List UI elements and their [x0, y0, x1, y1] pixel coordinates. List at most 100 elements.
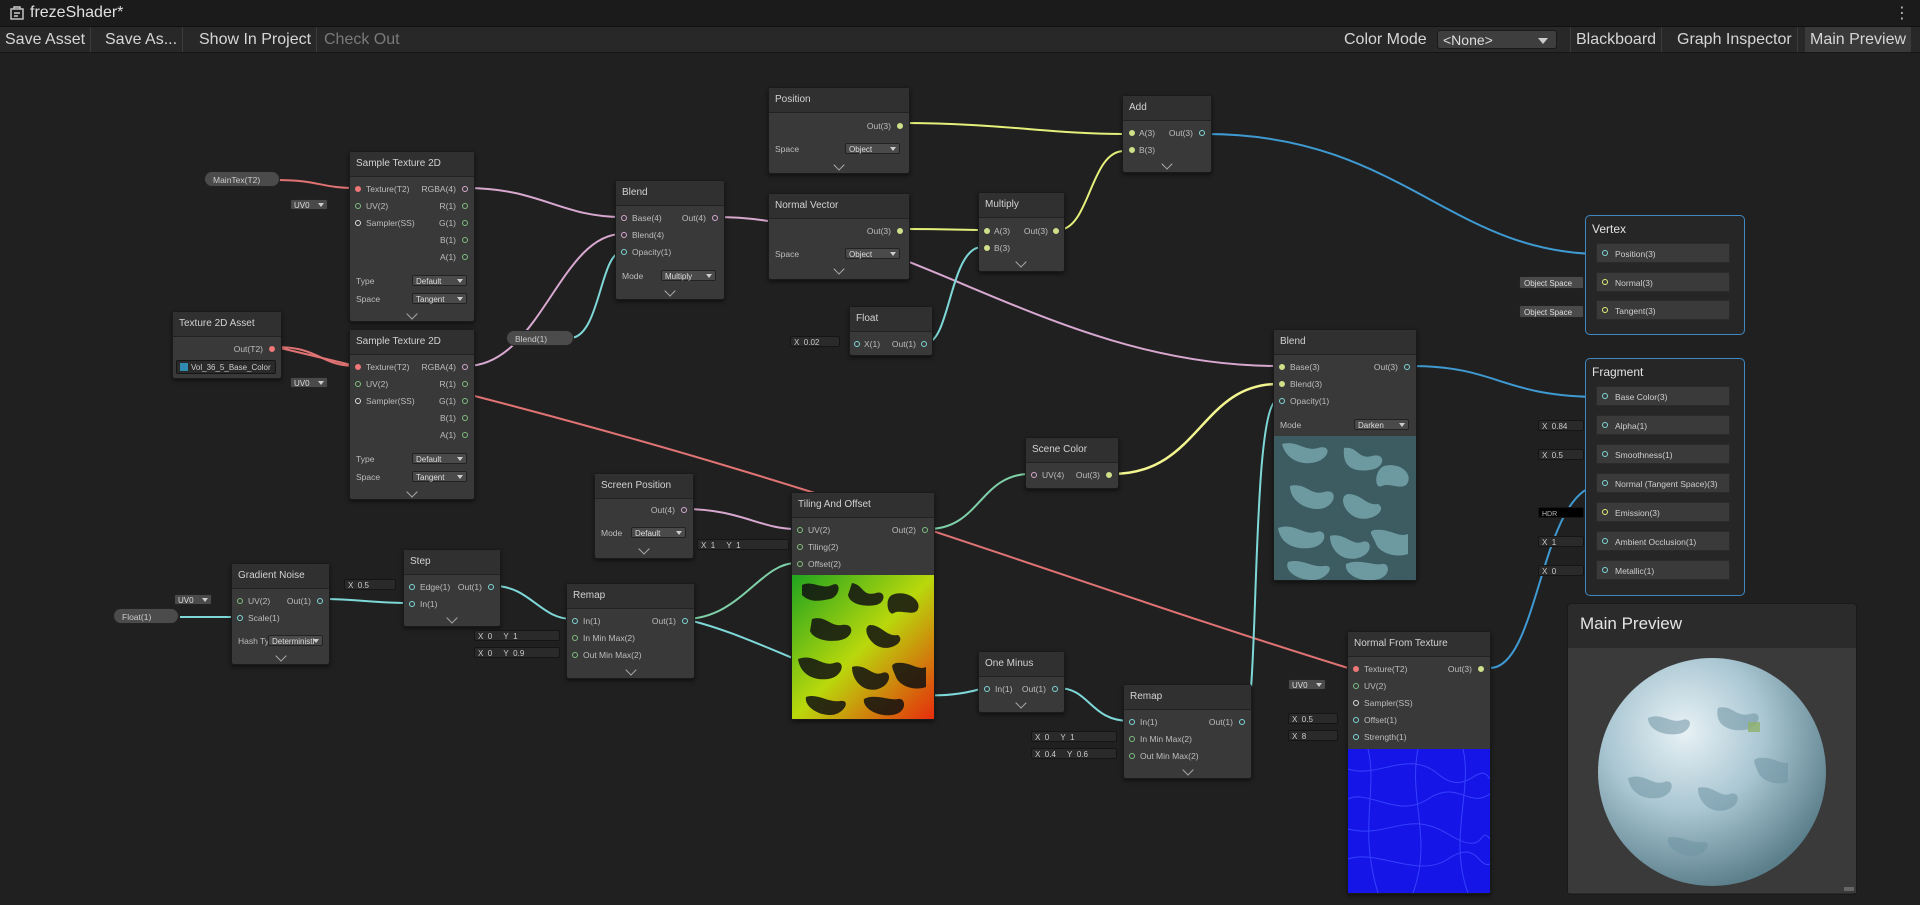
port-out-icon[interactable]: [462, 237, 468, 243]
port-in-icon[interactable]: [1602, 250, 1608, 256]
port-in-icon[interactable]: [1602, 393, 1608, 399]
port-in-icon[interactable]: [1602, 307, 1608, 313]
port-in-icon[interactable]: [1353, 700, 1359, 706]
remap-node-2[interactable]: Remap In(1) In Min Max(2) Out Min Max(2)…: [1123, 684, 1252, 779]
uv-channel-dropdown[interactable]: UV0: [290, 199, 328, 210]
chevron-down-icon[interactable]: [1015, 697, 1027, 709]
port-in-icon[interactable]: [1129, 147, 1135, 153]
save-as-button[interactable]: Save As...: [100, 27, 184, 52]
metallic-block[interactable]: Metallic(1): [1596, 560, 1730, 580]
port-in-icon[interactable]: [1353, 666, 1359, 672]
remap-in-field[interactable]: X 0 Y 1: [474, 630, 560, 641]
chevron-down-icon[interactable]: [638, 543, 650, 555]
vertex-position-block[interactable]: Position(3): [1596, 243, 1730, 263]
blackboard-button[interactable]: Blackboard: [1570, 27, 1663, 52]
port-in-icon[interactable]: [1602, 480, 1608, 486]
chevron-down-icon[interactable]: [1182, 764, 1194, 776]
show-in-project-button[interactable]: Show In Project: [194, 27, 318, 52]
blend-node[interactable]: Blend Base(4) Blend(4) Opacity(1) Out(4)…: [615, 180, 725, 300]
port-out-icon[interactable]: [681, 507, 687, 513]
port-in-icon[interactable]: [1602, 509, 1608, 515]
port-in-icon[interactable]: [1602, 538, 1608, 544]
screen-position-node[interactable]: Screen Position Out(4) Mode Default: [594, 473, 694, 559]
add-node[interactable]: Add A(3) B(3) Out(3): [1122, 95, 1212, 173]
port-out-icon[interactable]: [488, 584, 494, 590]
port-out-icon[interactable]: [462, 381, 468, 387]
port-in-icon[interactable]: [621, 232, 627, 238]
port-in-icon[interactable]: [984, 686, 990, 692]
port-in-icon[interactable]: [572, 635, 578, 641]
port-in-icon[interactable]: [1279, 398, 1285, 404]
space-dropdown[interactable]: Object: [845, 143, 900, 154]
remap-out-field[interactable]: X 0 Y 0.9: [474, 647, 560, 658]
port-in-icon[interactable]: [621, 249, 627, 255]
port-in-icon[interactable]: [1602, 451, 1608, 457]
port-out-icon[interactable]: [921, 341, 927, 347]
port-out-icon[interactable]: [897, 123, 903, 129]
port-out-icon[interactable]: [1404, 364, 1410, 370]
check-out-button[interactable]: Check Out: [324, 31, 400, 48]
tangent-space-field[interactable]: Object Space: [1519, 305, 1584, 318]
normal-vector-node[interactable]: Normal Vector Out(3) Space Object: [768, 193, 910, 280]
port-out-icon[interactable]: [462, 415, 468, 421]
alpha-block[interactable]: Alpha(1): [1596, 415, 1730, 435]
emission-color-field[interactable]: HDR: [1538, 507, 1584, 518]
chevron-down-icon[interactable]: [625, 664, 637, 676]
fragment-stack[interactable]: Fragment Base Color(3) Alpha(1) Smoothne…: [1585, 358, 1745, 596]
port-in-icon[interactable]: [572, 618, 578, 624]
port-in-icon[interactable]: [854, 341, 860, 347]
port-in-icon[interactable]: [1353, 734, 1359, 740]
float-x-field[interactable]: X 0.02: [790, 336, 840, 347]
chevron-down-icon[interactable]: [406, 486, 418, 498]
remap2-in-field[interactable]: X 0 Y 1: [1031, 731, 1117, 742]
tiling-and-offset-node[interactable]: Tiling And Offset UV(2) Tiling(2) Offset…: [791, 492, 935, 720]
main-preview-panel[interactable]: Main Preview: [1567, 603, 1857, 895]
port-in-icon[interactable]: [1129, 736, 1135, 742]
metallic-field[interactable]: X 0: [1538, 565, 1584, 576]
port-out-icon[interactable]: [317, 598, 323, 604]
chevron-down-icon[interactable]: [446, 612, 458, 624]
space-dropdown[interactable]: Tangent: [412, 471, 467, 482]
port-out-icon[interactable]: [1052, 686, 1058, 692]
vertex-normal-block[interactable]: Normal(3): [1596, 272, 1730, 292]
sample-texture-2d-node-2[interactable]: Sample Texture 2D Texture(T2) UV(2) Samp…: [349, 329, 475, 500]
hash-type-dropdown[interactable]: Deterministi: [268, 635, 323, 646]
port-out-icon[interactable]: [462, 186, 468, 192]
port-in-icon[interactable]: [355, 381, 361, 387]
float-property[interactable]: Float(1): [113, 608, 179, 624]
chevron-down-icon[interactable]: [1015, 256, 1027, 268]
mode-dropdown[interactable]: Default: [631, 527, 686, 538]
port-out-icon[interactable]: [462, 432, 468, 438]
port-in-icon[interactable]: [1602, 279, 1608, 285]
chevron-down-icon[interactable]: [406, 308, 418, 320]
port-in-icon[interactable]: [1602, 567, 1608, 573]
normal-space-field[interactable]: Object Space: [1519, 276, 1584, 289]
port-in-icon[interactable]: [1129, 130, 1135, 136]
port-in-icon[interactable]: [1031, 472, 1037, 478]
blend-property[interactable]: Blend(1): [506, 330, 574, 346]
remap-node[interactable]: Remap In(1) In Min Max(2) Out Min Max(2)…: [566, 583, 695, 679]
base-color-block[interactable]: Base Color(3): [1596, 386, 1730, 406]
blend-node-2[interactable]: Blend Base(3) Blend(3) Opacity(1) Out(3)…: [1273, 329, 1417, 581]
step-node[interactable]: Step Edge(1) In(1) Out(1): [403, 549, 501, 627]
port-in-icon[interactable]: [355, 364, 361, 370]
port-out-icon[interactable]: [712, 215, 718, 221]
space-dropdown[interactable]: Tangent: [412, 293, 467, 304]
remap2-out-field[interactable]: X 0.4 Y 0.6: [1031, 748, 1117, 759]
type-dropdown[interactable]: Default: [412, 453, 467, 464]
chevron-down-icon[interactable]: [833, 263, 845, 275]
port-out-icon[interactable]: [462, 398, 468, 404]
space-dropdown[interactable]: Object: [845, 248, 900, 259]
scene-color-node[interactable]: Scene Color UV(4) Out(3): [1025, 437, 1119, 489]
port-in-icon[interactable]: [797, 544, 803, 550]
main-preview-viewport[interactable]: [1568, 648, 1856, 893]
port-in-icon[interactable]: [797, 527, 803, 533]
texture-object-field[interactable]: Vol_36_5_Base_Color: [176, 360, 276, 374]
port-out-icon[interactable]: [1199, 130, 1205, 136]
port-out-icon[interactable]: [1478, 666, 1484, 672]
port-out-icon[interactable]: [682, 618, 688, 624]
chevron-down-icon[interactable]: [1161, 158, 1173, 170]
port-out-icon[interactable]: [462, 203, 468, 209]
port-out-icon[interactable]: [462, 220, 468, 226]
port-in-icon[interactable]: [237, 598, 243, 604]
